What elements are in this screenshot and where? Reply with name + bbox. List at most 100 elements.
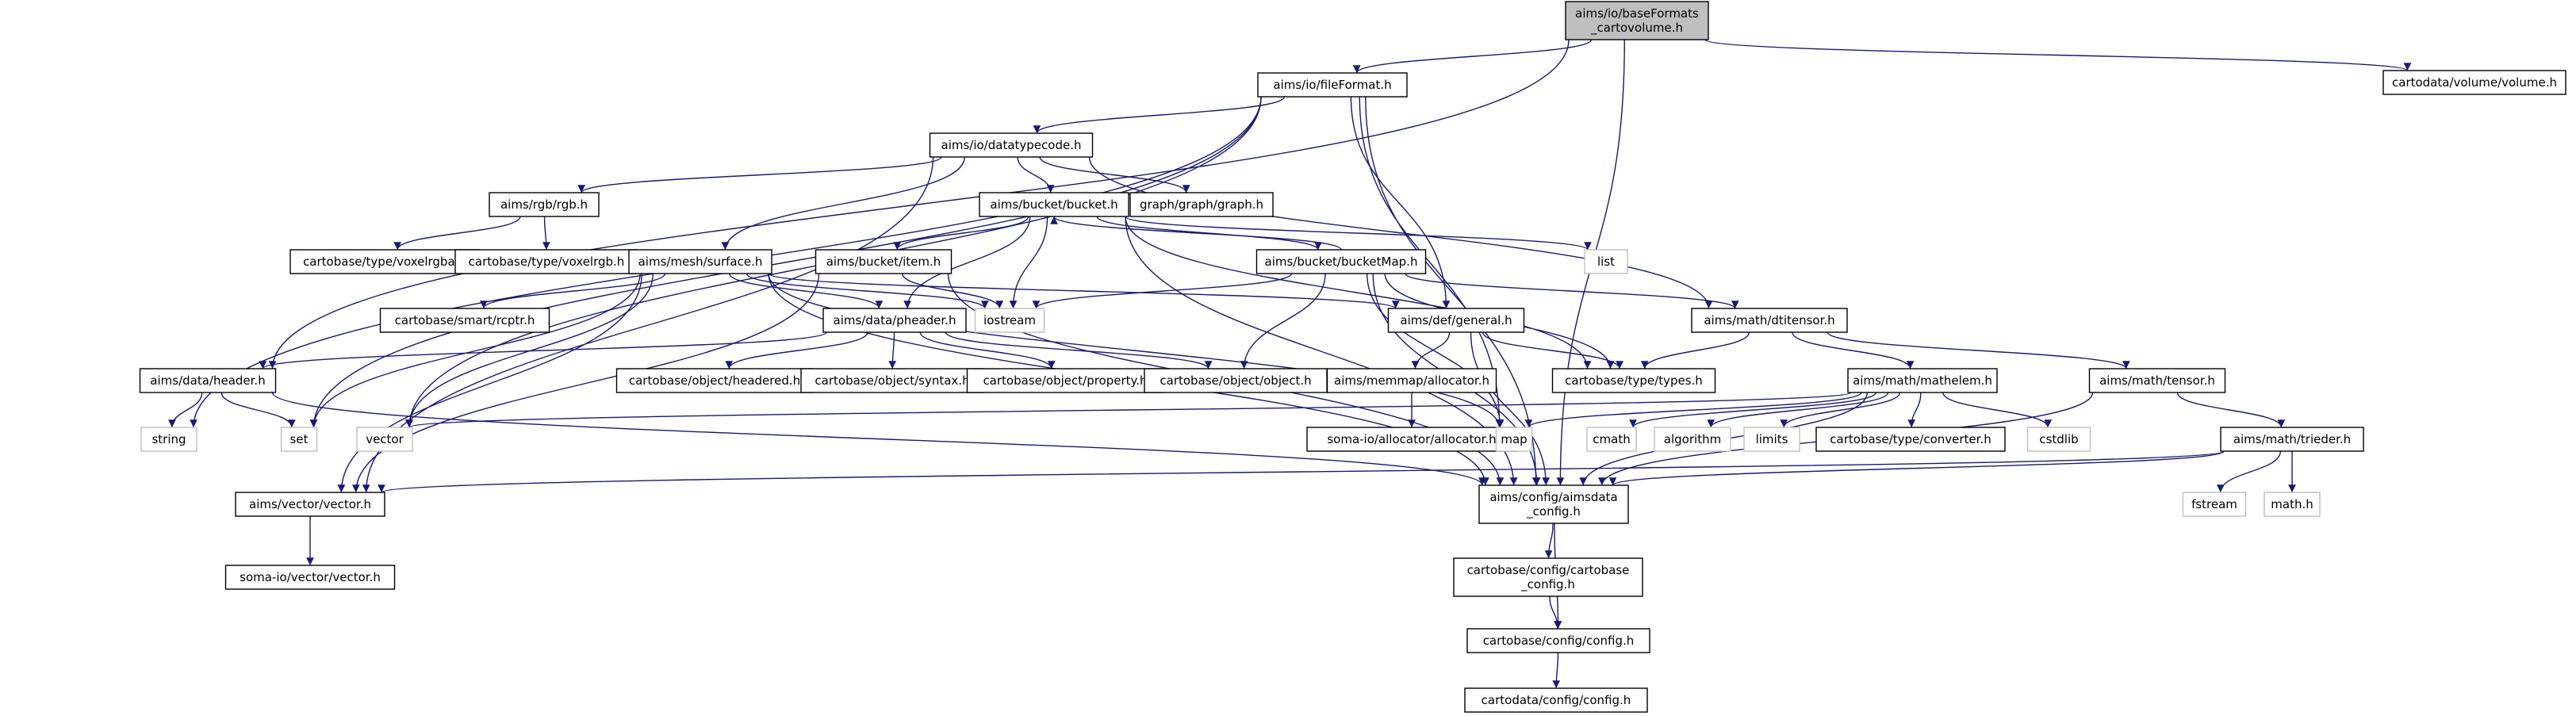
edge-fileFormat-to-general	[1350, 96, 1451, 309]
node-cvolume[interactable]: cartodata/volume/volume.h	[2382, 70, 2566, 95]
node-set: set	[280, 427, 318, 452]
node-item[interactable]: aims/bucket/item.h	[815, 249, 953, 274]
edge-header-to-set	[220, 392, 296, 428]
node-box	[1847, 368, 1998, 393]
edge-dtitensor-to-types	[1640, 331, 1750, 369]
node-voxelrgba[interactable]: cartobase/type/voxelrgba.h	[289, 249, 480, 274]
node-header[interactable]: aims/data/header.h	[139, 368, 277, 393]
node-property[interactable]: cartobase/object/property.h	[966, 368, 1164, 393]
node-box	[1495, 427, 1533, 452]
node-box	[1654, 427, 1731, 452]
node-root[interactable]: aims/io/baseFormats_cartovolume.h	[1565, 1, 1709, 40]
node-label: aims/def/general.h	[1400, 313, 1512, 327]
node-box	[628, 249, 772, 274]
node-label: cartobase/config/config.h	[1483, 634, 1635, 648]
edge-general-to-aimsdata	[1470, 331, 1551, 486]
node-label: cartobase/smart/rcptr.h	[395, 313, 535, 327]
edge-mathelem-to-cmath	[1629, 392, 1876, 428]
node-box	[815, 249, 953, 274]
edge-pheader-to-property	[919, 331, 1056, 369]
edge-bucketMap-to-object	[1240, 273, 1326, 369]
node-label: _config.h	[1520, 577, 1575, 592]
edge-datatypecode-to-graphh	[1039, 156, 1190, 193]
node-list: list	[1584, 249, 1628, 274]
node-mathh: math.h	[2264, 492, 2321, 517]
node-converter[interactable]: cartobase/type/converter.h	[1815, 427, 2006, 452]
node-label: soma-io/vector/vector.h	[240, 570, 381, 584]
node-allocator[interactable]: aims/memmap/allocator.h	[1326, 368, 1497, 393]
node-label: vector	[366, 432, 404, 446]
node-box	[140, 427, 197, 452]
node-box	[224, 565, 396, 590]
node-label: aims/config/aimsdata	[1489, 490, 1617, 504]
node-graphh[interactable]: graph/graph/graph.h	[1129, 192, 1274, 217]
edge-tensor-to-trieder	[2176, 392, 2286, 428]
node-surface[interactable]: aims/mesh/surface.h	[628, 249, 772, 274]
node-bucket[interactable]: aims/bucket/bucket.h	[979, 192, 1129, 217]
node-label: aims/io/datatypecode.h	[941, 138, 1082, 152]
node-box	[1453, 557, 1643, 597]
edge-surface-to-iostream	[746, 273, 989, 309]
node-label: aims/bucket/bucket.h	[990, 197, 1117, 212]
node-label: cartobase/object/object.h	[1160, 373, 1311, 388]
edge-aimsdata-to-cbconfig	[1544, 523, 1554, 559]
edge-surface-to-pheader	[729, 273, 884, 309]
node-box	[2182, 492, 2247, 517]
node-mathelem[interactable]: aims/math/mathelem.h	[1847, 368, 1998, 393]
node-box	[1387, 308, 1525, 333]
node-label: soma-io/allocator/allocator.h	[1327, 432, 1496, 446]
node-dtitensor[interactable]: aims/math/dtitensor.h	[1691, 308, 1848, 333]
node-box	[615, 368, 814, 393]
node-rcptr[interactable]: cartobase/smart/rcptr.h	[379, 308, 550, 333]
node-label: cartobase/type/types.h	[1565, 373, 1703, 388]
edge-surface-to-general	[768, 273, 1400, 309]
node-box	[235, 492, 385, 517]
node-trieder[interactable]: aims/math/trieder.h	[2220, 427, 2364, 452]
node-general[interactable]: aims/def/general.h	[1387, 308, 1525, 333]
edge-cbconfig-to-config	[1549, 595, 1562, 630]
node-voxelrgb[interactable]: cartobase/type/voxelrgb.h	[454, 249, 638, 274]
edge-surface-to-set	[309, 273, 641, 428]
node-box	[2220, 427, 2364, 452]
edge-pheader-to-syntax	[888, 331, 897, 369]
node-box	[1551, 368, 1716, 393]
node-object[interactable]: cartobase/object/object.h	[1144, 368, 1328, 393]
node-label: aims/bucket/bucketMap.h	[1265, 255, 1418, 269]
node-box	[280, 427, 318, 452]
node-aimsdata[interactable]: aims/config/aimsdata_config.h	[1478, 484, 1629, 524]
node-string: string	[140, 427, 197, 452]
edge-mathelem-to-map	[1524, 392, 1862, 428]
node-box	[1129, 192, 1274, 217]
node-fileFormat[interactable]: aims/io/fileFormat.h	[1257, 72, 1408, 98]
node-types[interactable]: cartobase/type/types.h	[1551, 368, 1716, 393]
node-config[interactable]: cartobase/config/config.h	[1466, 628, 1650, 653]
node-cdconfig[interactable]: cartodata/config/config.h	[1464, 687, 1648, 713]
node-somavector[interactable]: soma-io/vector/vector.h	[224, 565, 396, 590]
edge-mathelem-to-limits	[1780, 392, 1901, 428]
node-pheader[interactable]: aims/data/pheader.h	[822, 308, 967, 333]
edge-trieder-to-vectorh	[378, 450, 2225, 493]
node-label: list	[1597, 255, 1615, 269]
node-syntax[interactable]: cartobase/object/syntax.h	[800, 368, 984, 393]
node-map: map	[1495, 427, 1533, 452]
node-label: aims/data/header.h	[150, 373, 265, 388]
node-label: aims/math/mathelem.h	[1853, 373, 1992, 388]
edge-bucketMap-to-map	[1367, 273, 1505, 428]
node-label: math.h	[2271, 497, 2313, 511]
node-label: cmath	[1593, 432, 1630, 446]
node-vectorh[interactable]: aims/vector/vector.h	[235, 492, 385, 517]
node-label: _cartovolume.h	[1590, 21, 1683, 36]
node-cbconfig[interactable]: cartobase/config/cartobase_config.h	[1453, 557, 1643, 597]
edge-rgb-to-voxelrgb	[542, 216, 550, 251]
node-somaalloc[interactable]: soma-io/allocator/allocator.h	[1306, 427, 1517, 452]
node-label: algorithm	[1664, 432, 1721, 446]
node-datatypecode[interactable]: aims/io/datatypecode.h	[929, 132, 1094, 158]
node-label: fstream	[2191, 497, 2237, 511]
node-layer: aims/io/baseFormats_cartovolume.h aims/io…	[139, 1, 2566, 713]
node-rgb[interactable]: aims/rgb/rgb.h	[489, 192, 600, 217]
node-box	[1466, 628, 1650, 653]
node-headered[interactable]: cartobase/object/headered.h	[615, 368, 814, 393]
node-tensor[interactable]: aims/math/tensor.h	[2088, 368, 2226, 393]
node-bucketMap[interactable]: aims/bucket/bucketMap.h	[1255, 249, 1427, 274]
